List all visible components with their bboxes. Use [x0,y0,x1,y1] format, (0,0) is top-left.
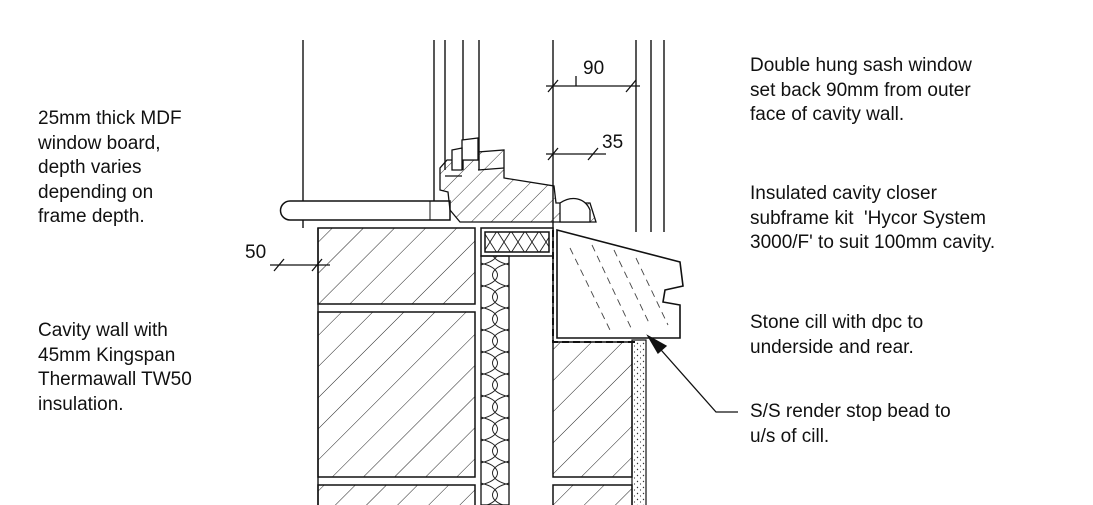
sash-window-note: Double hung sash window set back 90mm fr… [750,55,972,125]
stone-cill [552,228,684,343]
cavity-closer [480,227,554,257]
inner-leaf-blockwork [317,227,476,505]
window-board [279,200,451,221]
cavity-closer-note: Insulated cavity closer subframe kit 'Hy… [750,183,996,253]
window-board-note: 25mm thick MDF window board, depth varie… [38,108,182,227]
render [631,339,647,505]
frame-dimension-label: 35 [602,132,624,153]
stone-cill-note: Stone cill with dpc to underside and rea… [750,312,924,358]
render-bead-note: S/S render stop bead to u/s of cill. [750,401,951,447]
setback-dimension-label: 90 [583,58,605,79]
render-bead-leader [646,334,738,413]
outer-leaf-brickwork [552,256,633,505]
board-dimension-label: 50 [245,242,267,263]
dimension-lines [270,76,640,272]
cavity-insulation [480,255,510,505]
cavity-wall-note: Cavity wall with 45mm Kingspan Thermawal… [38,320,192,415]
sash-frame [439,137,597,223]
